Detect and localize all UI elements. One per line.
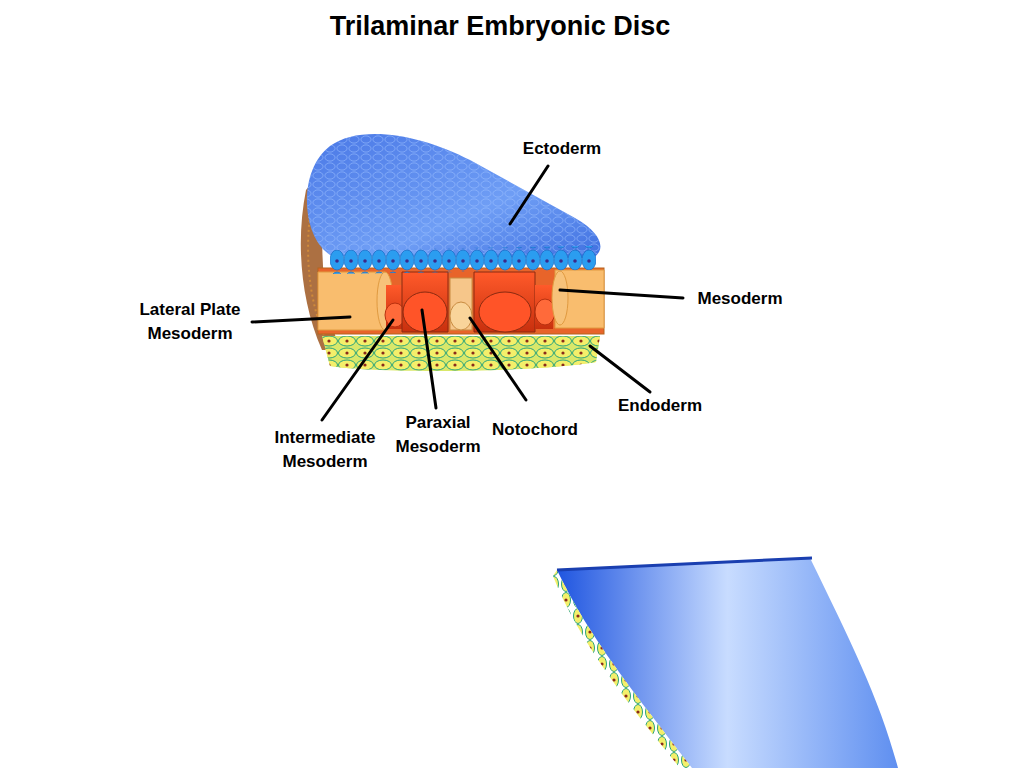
part-label: Notochord: [492, 418, 578, 442]
part-label: Mesoderm: [697, 287, 782, 311]
part-label: Endoderm: [618, 394, 702, 418]
part-label: Intermediate Mesoderm: [260, 426, 390, 474]
part-label: Ectoderm: [523, 137, 601, 161]
part-label: Lateral Plate Mesoderm: [125, 298, 255, 346]
diagram-title: Trilaminar Embryonic Disc: [330, 10, 671, 42]
part-label: Paraxial Mesoderm: [382, 411, 494, 459]
